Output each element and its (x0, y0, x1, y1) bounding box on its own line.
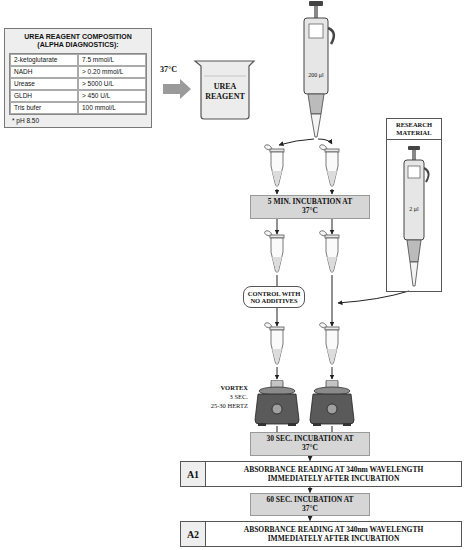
table-note: * pH 8.50 (9, 115, 147, 124)
dispense-arrow (279, 139, 314, 145)
table-cell: > 5000 U/L (78, 78, 146, 90)
time-label: 3 SEC. (200, 393, 248, 400)
sample-tube (265, 323, 284, 365)
step-text: 60 SEC. INCUBATION AT 37°C (265, 496, 355, 513)
table-cell: > 0.20 mmol/L (78, 66, 146, 78)
sample-tube (265, 231, 284, 273)
sample-tube (265, 145, 284, 187)
reagent-name: UREA REAGENT (204, 82, 246, 101)
frequency-label: 25-30 HERTZ (200, 402, 248, 409)
research-material-box: RESEARCH MATERIAL (386, 118, 442, 292)
reagent-beaker: UREA REAGENT (192, 58, 258, 120)
table-cell: 7.5 mmol/L (78, 54, 146, 66)
sample-tube (320, 231, 339, 273)
composition-grid: 2-ketoglutarate7.5 mmol/LNADH> 0.20 mmol… (9, 53, 147, 116)
flow-arrows (277, 189, 409, 432)
incubation-box: 30 SEC. INCUBATION AT 37°C (250, 432, 370, 456)
absorbance-box: A2 ABSORBANCE READING AT 340nm WAVELENGTH… (180, 521, 462, 547)
sample-tube (320, 145, 339, 187)
volume-label: 200 μl (304, 72, 328, 79)
control-text: CONTROL WITH NO ADDITIVES (247, 290, 301, 304)
incubation-box: 5 MIN. INCUBATION AT 37°C (250, 195, 370, 219)
flow-connector (310, 456, 311, 461)
table-heading: UREA REAGENT COMPOSITION (ALPHA DIAGNOST… (21, 33, 136, 50)
vortex-mixer (310, 380, 354, 426)
flow-connector (310, 487, 311, 493)
reading-cell: ABSORBANCE READING AT 340nm WAVELENGTH I… (206, 462, 461, 486)
pipette-200 (304, 1, 334, 137)
reading-text: ABSORBANCE READING AT 340nm WAVELENGTH I… (229, 525, 439, 543)
device-label: VORTEX (200, 384, 248, 391)
volume-label: 2 μl (404, 206, 424, 213)
reading-text: ABSORBANCE READING AT 340nm WAVELENGTH I… (229, 465, 439, 483)
box-heading: RESEARCH MATERIAL (387, 119, 441, 140)
table-cell: 100 mmol/L (78, 102, 146, 114)
reading-code: A2 (181, 522, 206, 546)
absorbance-box: A1 ABSORBANCE READING AT 340nm WAVELENGTH… (180, 461, 462, 487)
table-cell: 2-ketoglutarate (10, 54, 78, 66)
table-cell: > 450 U/L (78, 90, 146, 102)
table-cell: Tris bufer (10, 102, 78, 114)
temperature-label: 37°C (160, 66, 177, 75)
heat-arrow (163, 79, 191, 99)
table-cell: GLDH (10, 90, 78, 102)
reading-code: A1 (181, 462, 206, 486)
control-box: CONTROL WITH NO ADDITIVES (243, 286, 305, 308)
composition-table: UREA REAGENT COMPOSITION (ALPHA DIAGNOST… (4, 28, 152, 128)
reading-cell: ABSORBANCE READING AT 340nm WAVELENGTH I… (206, 522, 461, 546)
incubation-box: 60 SEC. INCUBATION AT 37°C (250, 493, 370, 516)
flow-connector (310, 516, 311, 520)
sample-tube (320, 323, 339, 365)
dispense-arrow (318, 139, 332, 144)
step-text: 5 MIN. INCUBATION AT 37°C (265, 198, 355, 215)
vortex-mixer (255, 380, 299, 426)
pipette-2 (404, 146, 429, 286)
table-cell: Urease (10, 78, 78, 90)
table-cell: NADH (10, 66, 78, 78)
step-text: 30 SEC. INCUBATION AT 37°C (265, 435, 355, 452)
